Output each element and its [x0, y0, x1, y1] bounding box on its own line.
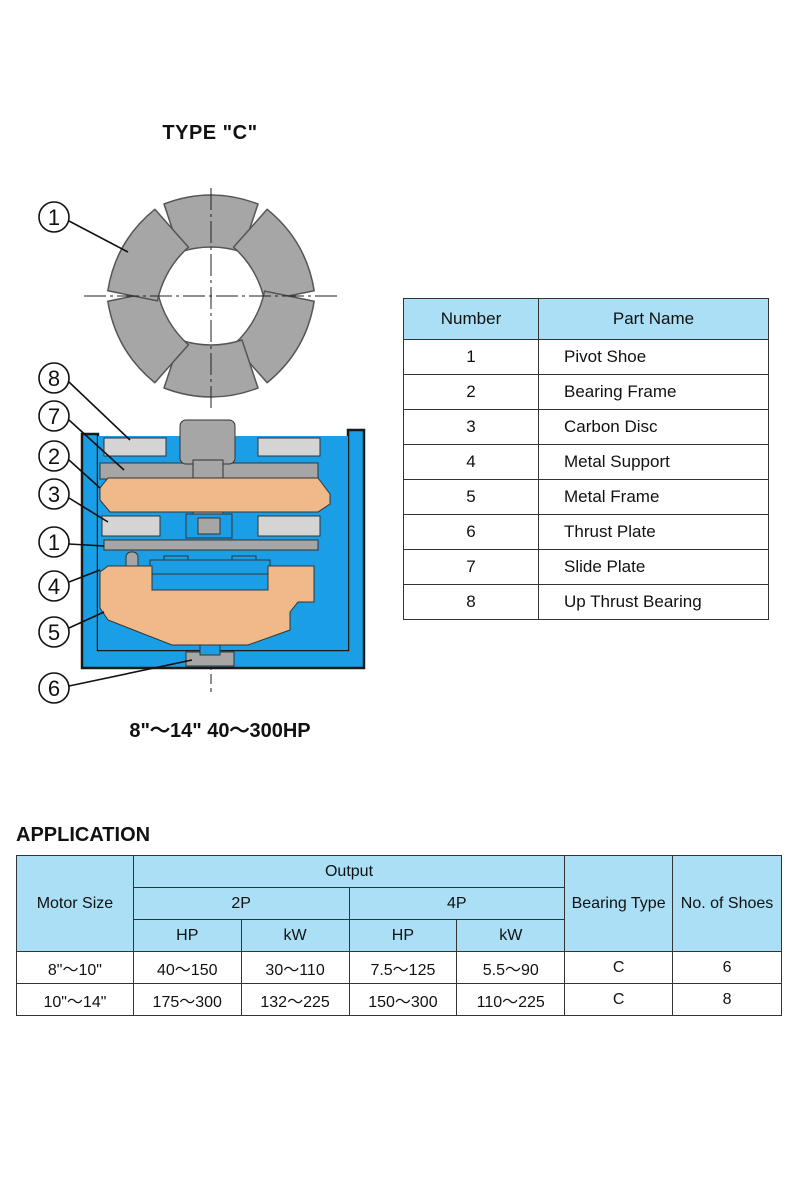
- callout-number: 4: [48, 574, 60, 599]
- table-row: 8"～10" 40～150 30～110 7.5～125 5.5～90 C 6: [16, 951, 782, 984]
- kw-header: kW: [240, 919, 350, 952]
- part-name: Slide Plate: [538, 549, 769, 585]
- kw-header: kW: [456, 919, 566, 952]
- hp-header: HP: [348, 919, 458, 952]
- callout-5: [38, 616, 70, 648]
- kw-4p-cell: 110～225: [456, 983, 566, 1016]
- motor-size-header: Motor Size: [16, 855, 134, 952]
- callout-number: 7: [48, 404, 60, 429]
- kw-2p-cell: 132～225: [240, 983, 350, 1016]
- callout-2: [38, 440, 70, 472]
- part-number: 6: [403, 514, 539, 550]
- callout-numbers: 1 8 7 2 3 1 4 5 6: [48, 205, 60, 701]
- part-number: 4: [403, 444, 539, 480]
- diagram-caption: 8"～14" 40～300HP: [129, 720, 311, 742]
- kw-2p-cell: 30～110: [240, 951, 350, 984]
- part-name: Bearing Frame: [538, 374, 769, 410]
- hp-2p-cell: 40～150: [132, 951, 242, 984]
- bearing-type-cell: C: [564, 951, 674, 984]
- diagram-title: TYPE "C": [162, 122, 258, 144]
- output-header: Output: [132, 855, 566, 888]
- header-row: Motor Size Output Bearing Type No. of Sh…: [16, 855, 782, 952]
- hp-4p-cell: 150～300: [348, 983, 458, 1016]
- header-row: HP kW HP kW: [17, 919, 782, 952]
- part-number: 3: [403, 409, 539, 445]
- part-number: 1: [403, 339, 539, 375]
- callout-7: [38, 400, 70, 432]
- number-column-header: Number: [403, 298, 539, 340]
- part-number: 5: [403, 479, 539, 515]
- table-row: 10"～14" 175～300 132～225 150～300 110～225 …: [16, 983, 782, 1016]
- part-name-column-header: Part Name: [538, 298, 769, 340]
- kw-4p-cell: 5.5～90: [456, 951, 566, 984]
- shoes-cell: 6: [672, 951, 782, 984]
- part-name: Metal Frame: [538, 479, 769, 515]
- callout-8: [38, 362, 70, 394]
- header-row: 2P 4P: [17, 887, 782, 920]
- callout-4: [38, 570, 70, 602]
- callout-number: 5: [48, 620, 60, 645]
- 2p-header: 2P: [132, 887, 350, 920]
- callout-6: [38, 672, 70, 704]
- bearing-type-header: Bearing Type: [564, 855, 674, 952]
- bearing-type-cell: C: [564, 983, 674, 1016]
- part-name: Up Thrust Bearing: [538, 584, 769, 620]
- callout-number: 1: [48, 530, 60, 555]
- parts-table-header: Number Part Name: [403, 298, 769, 340]
- callout-number: 1: [48, 205, 60, 230]
- shoes-cell: 8: [672, 983, 782, 1016]
- hp-2p-cell: 175～300: [132, 983, 242, 1016]
- application-heading: APPLICATION: [16, 824, 151, 846]
- motor-size-cell: 10"～14": [16, 983, 134, 1016]
- part-name: Carbon Disc: [538, 409, 769, 445]
- callout-number: 8: [48, 366, 60, 391]
- part-name: Thrust Plate: [538, 514, 769, 550]
- hp-4p-cell: 7.5～125: [348, 951, 458, 984]
- part-number: 2: [403, 374, 539, 410]
- 4p-header: 4P: [348, 887, 566, 920]
- thrust-bearing-diagram: 1 8 7 2 3 1 4 5 6: [38, 188, 366, 704]
- section-view: [80, 419, 366, 670]
- application-table: Motor Size Output Bearing Type No. of Sh…: [16, 855, 782, 1016]
- callout-number: 3: [48, 482, 60, 507]
- callout-number: 6: [48, 676, 60, 701]
- motor-size-cell: 8"～10": [16, 951, 134, 984]
- part-number: 7: [403, 549, 539, 585]
- callouts: [38, 201, 193, 704]
- callout-1-top: [38, 201, 70, 233]
- hp-header: HP: [132, 919, 242, 952]
- no-of-shoes-header: No. of Shoes: [672, 855, 782, 952]
- part-name: Metal Support: [538, 444, 769, 480]
- callout-1-bottom: [38, 526, 70, 558]
- part-number: 8: [403, 584, 539, 620]
- callout-number: 2: [48, 444, 60, 469]
- part-name: Pivot Shoe: [538, 339, 769, 375]
- callout-3: [38, 478, 70, 510]
